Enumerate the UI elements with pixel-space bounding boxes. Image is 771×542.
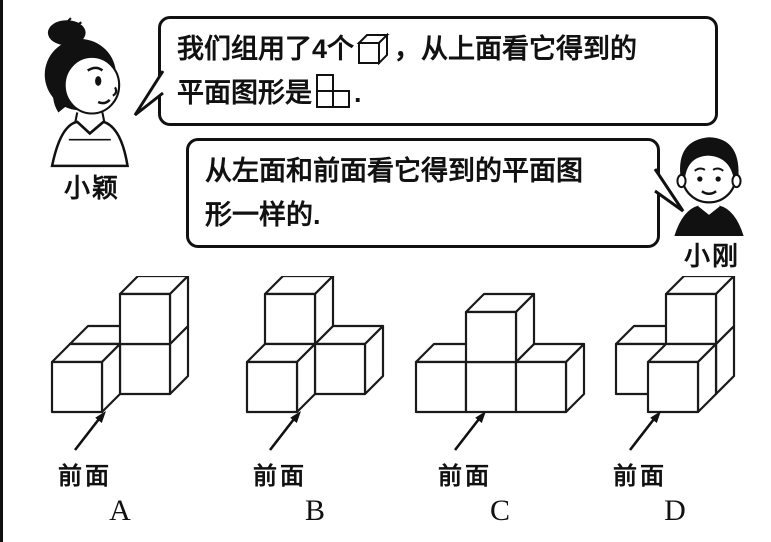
- option-b: 前面 B: [225, 276, 405, 536]
- option-letter: C: [489, 494, 510, 527]
- front-label: 前面: [253, 463, 307, 490]
- option-d: 前面 D: [585, 276, 765, 536]
- front-arrow-icon: [628, 411, 661, 451]
- front-label: 前面: [613, 463, 667, 490]
- front-label: 前面: [58, 463, 112, 490]
- boy-avatar: [674, 137, 744, 236]
- girl-name-label: 小颖: [64, 173, 121, 203]
- scan-edge-line: [0, 0, 3, 542]
- front-arrow-icon: [73, 411, 106, 451]
- bubble1-text-3: 平面图形是: [177, 78, 312, 108]
- cube-arrangement-c: [414, 292, 586, 414]
- bubble1-text-2: ，从上面看它得到的: [394, 34, 638, 64]
- bubble1-text-1: 我们组用了4个: [177, 34, 355, 64]
- cube-arrangement-a: [50, 276, 190, 414]
- option-letter: B: [304, 494, 325, 527]
- bubble2-line2: 形一样的.: [205, 200, 321, 230]
- girl-avatar: [44, 17, 130, 168]
- bubble1-text-4: .: [354, 78, 362, 108]
- speech-bubble-xiaogang: 从左面和前面看它得到的平面图 形一样的.: [186, 138, 685, 248]
- option-a: 前面 A: [30, 276, 210, 536]
- front-arrow-icon: [453, 411, 486, 451]
- bubble1-line1: 我们组用了4个 ，从上面看它得到的: [177, 27, 699, 71]
- bubble2-line1: 从左面和前面看它得到的平面图: [205, 156, 583, 186]
- cube-icon: [356, 32, 390, 66]
- bubble1-line2: 平面图形是 .: [177, 71, 699, 115]
- front-arrow-icon: [268, 411, 301, 451]
- top-view-shape-icon: [316, 74, 350, 108]
- option-c: 前面 C: [410, 276, 590, 536]
- option-letter: A: [109, 494, 131, 527]
- speech-tail-left-icon: [133, 70, 165, 117]
- front-label: 前面: [438, 463, 492, 490]
- speech-bubble-xiaoying: 我们组用了4个 ，从上面看它得到的 平面图形是 .: [133, 16, 718, 126]
- cube-arrangement-b: [245, 276, 385, 414]
- option-letter: D: [664, 494, 686, 527]
- cube-arrangement-d: [614, 276, 736, 414]
- boy-name-label: 小刚: [684, 241, 741, 271]
- speech-tail-right-icon: [653, 168, 685, 213]
